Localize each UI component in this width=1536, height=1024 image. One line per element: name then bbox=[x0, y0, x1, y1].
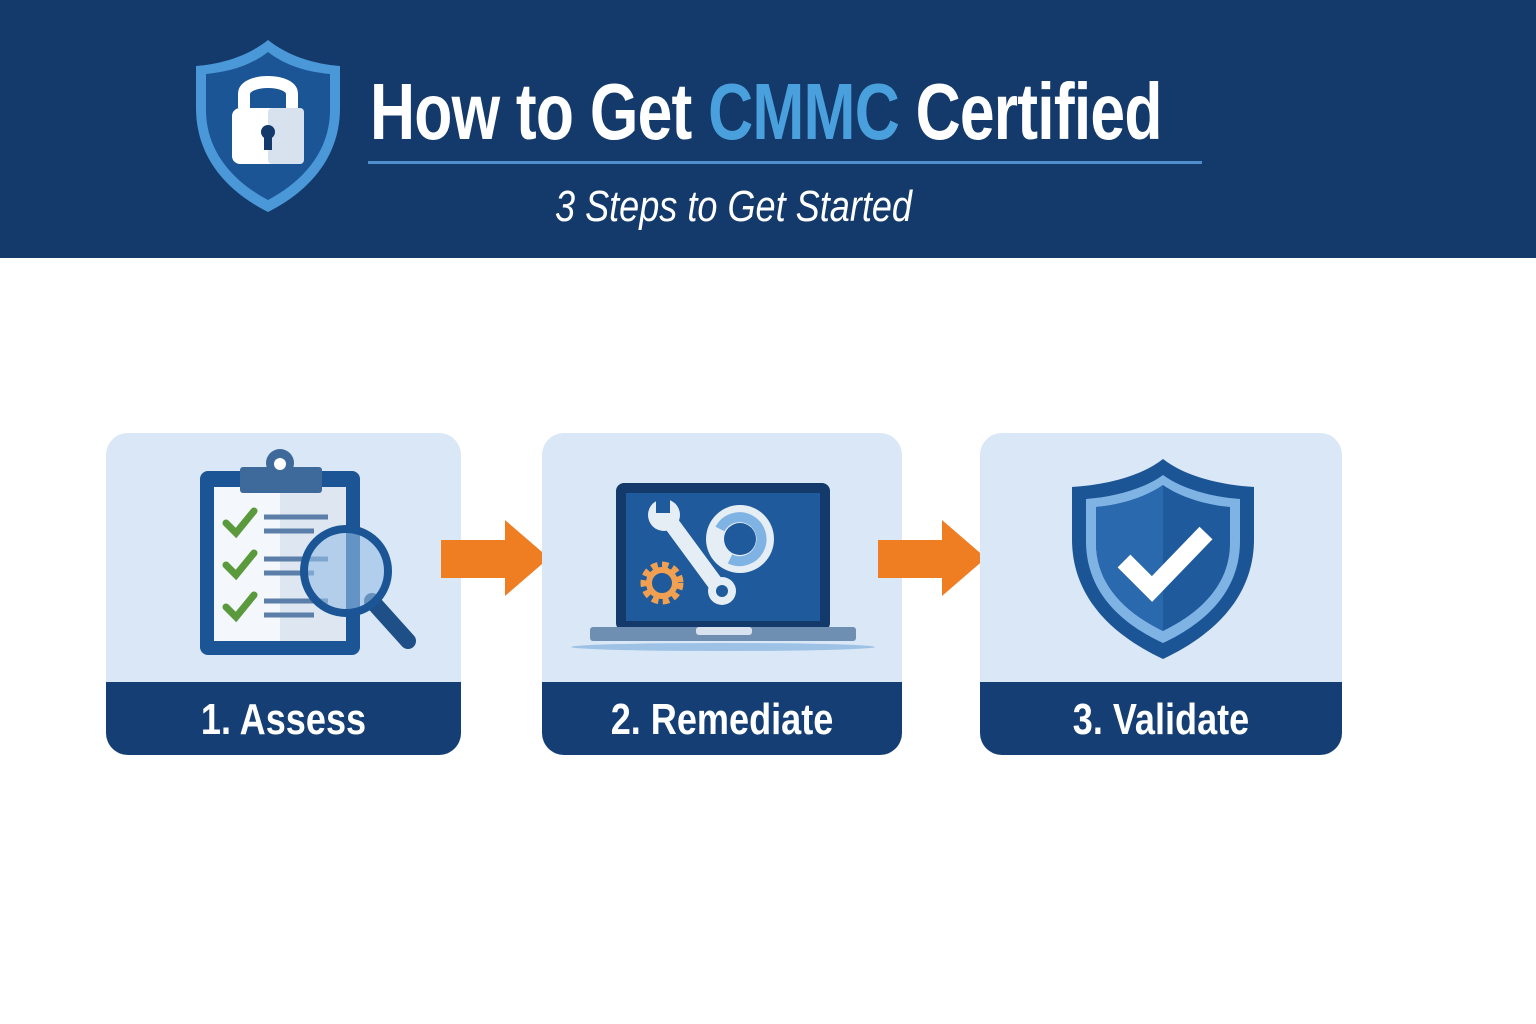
step-label: 3. Validate bbox=[1072, 695, 1250, 744]
step-card-validate: 3. Validate bbox=[980, 433, 1342, 755]
shield-lock-icon bbox=[196, 40, 340, 212]
title-suffix: Certified bbox=[915, 67, 1163, 156]
arrow-right-icon bbox=[878, 520, 986, 596]
arrow-right-icon bbox=[441, 520, 549, 596]
title-divider bbox=[368, 161, 1202, 164]
step-band bbox=[542, 682, 902, 755]
title-accent: CMMC bbox=[708, 67, 900, 156]
step-label: 2. Remediate bbox=[610, 695, 834, 744]
header-banner: How to Get CMMC Certified 3 Steps to Get… bbox=[0, 0, 1536, 258]
shield-check-icon bbox=[1072, 459, 1254, 659]
page-subtitle: 3 Steps to Get Started bbox=[555, 182, 912, 231]
title-prefix: How to Get bbox=[370, 67, 692, 156]
step-card-assess: 1. Assess bbox=[106, 433, 461, 755]
step-band bbox=[980, 682, 1342, 755]
clipboard-magnifier-icon bbox=[200, 449, 416, 655]
laptop-tools-icon bbox=[571, 483, 875, 651]
step-label: 1. Assess bbox=[200, 695, 367, 744]
step-card-remediate: 2. Remediate bbox=[542, 433, 902, 755]
step-band bbox=[106, 682, 461, 755]
page-title: How to Get CMMC Certified bbox=[370, 66, 1162, 156]
